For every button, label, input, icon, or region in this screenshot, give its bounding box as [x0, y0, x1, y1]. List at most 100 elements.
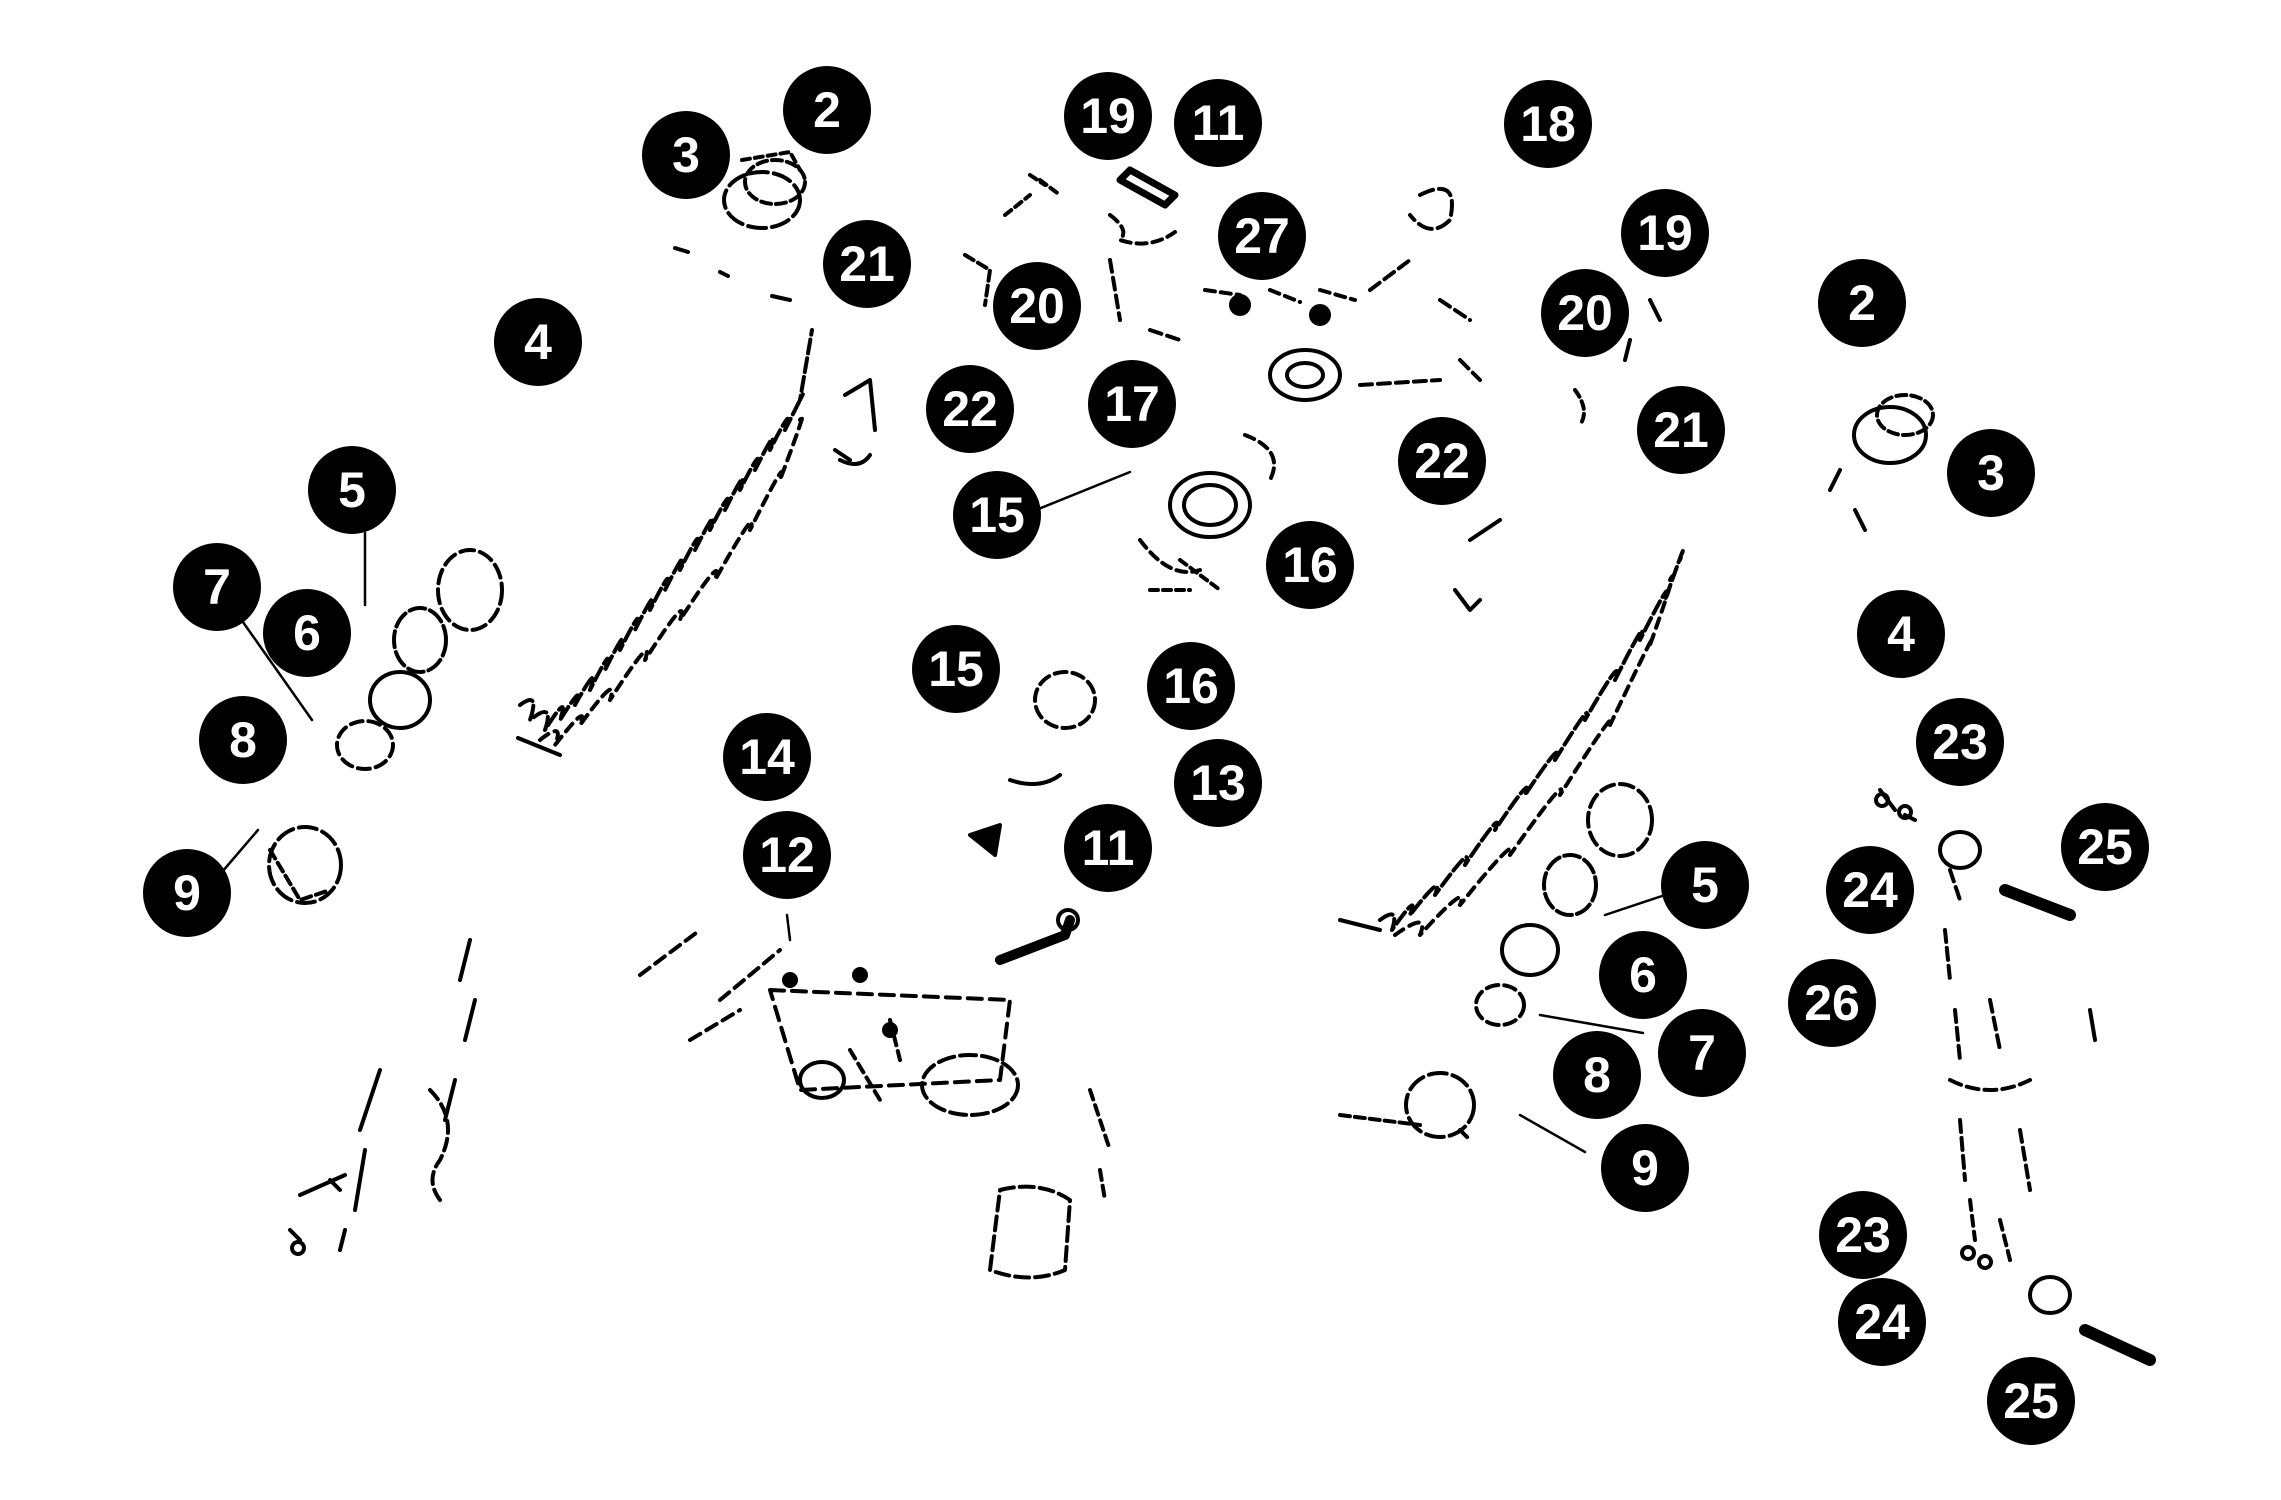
callout-marker: 2 — [783, 66, 871, 154]
callout-marker: 24 — [1838, 1278, 1926, 1366]
part-right-inner — [1453, 298, 1662, 612]
callout-marker: 3 — [1947, 429, 2035, 517]
callout-marker: 6 — [263, 589, 351, 677]
part-bottom-block — [988, 1088, 1112, 1280]
callout-marker: 12 — [743, 811, 831, 899]
svg-text:15: 15 — [928, 641, 984, 697]
svg-text:20: 20 — [1009, 278, 1065, 334]
callout-marker: 20 — [1541, 269, 1629, 357]
callout-marker: 20 — [993, 262, 1081, 350]
svg-text:3: 3 — [1977, 445, 2005, 501]
svg-text:7: 7 — [1688, 1025, 1716, 1081]
svg-text:2: 2 — [1848, 275, 1876, 331]
callout-marker: 16 — [1147, 642, 1235, 730]
svg-text:12: 12 — [759, 827, 815, 883]
callout-marker: 13 — [1174, 739, 1262, 827]
callout-marker: 22 — [926, 365, 1014, 453]
callout-marker: 17 — [1088, 360, 1176, 448]
svg-text:6: 6 — [1629, 947, 1657, 1003]
callout-marker: 24 — [1826, 846, 1914, 934]
svg-text:19: 19 — [1080, 88, 1136, 144]
part-fork-stack-right — [1338, 782, 1654, 1142]
svg-text:4: 4 — [1887, 606, 1915, 662]
callout-marker: 9 — [1601, 1124, 1689, 1212]
callout-marker: 4 — [1857, 590, 1945, 678]
part-cap-left — [673, 150, 807, 302]
callout-marker: 21 — [1637, 386, 1725, 474]
callout-marker: 25 — [1987, 1357, 2075, 1445]
svg-text:5: 5 — [338, 462, 366, 518]
svg-text:20: 20 — [1557, 285, 1613, 341]
svg-text:25: 25 — [2003, 1373, 2059, 1429]
svg-text:21: 21 — [1653, 402, 1709, 458]
svg-text:22: 22 — [1414, 433, 1470, 489]
callout-marker: 11 — [1174, 79, 1262, 167]
svg-text:11: 11 — [1192, 95, 1245, 151]
callout-marker: 7 — [1658, 1009, 1746, 1097]
svg-text:8: 8 — [1583, 1047, 1611, 1103]
part-fork-leg-left — [288, 938, 477, 1256]
part-lower-clamp — [638, 908, 1080, 1117]
svg-text:6: 6 — [293, 605, 321, 661]
callout-marker: 26 — [1788, 959, 1876, 1047]
callout-marker: 11 — [1064, 804, 1152, 892]
callout-marker: 14 — [723, 713, 811, 801]
svg-text:4: 4 — [524, 314, 552, 370]
svg-text:9: 9 — [173, 865, 201, 921]
callout-marker: 19 — [1621, 189, 1709, 277]
svg-text:19: 19 — [1637, 205, 1693, 261]
svg-text:24: 24 — [1854, 1294, 1910, 1350]
svg-text:7: 7 — [203, 559, 231, 615]
callout-marker: 23 — [1916, 698, 2004, 786]
svg-text:13: 13 — [1190, 755, 1246, 811]
callout-marker: 19 — [1064, 72, 1152, 160]
svg-text:15: 15 — [969, 487, 1025, 543]
svg-text:23: 23 — [1932, 714, 1988, 770]
callout-marker: 21 — [823, 220, 911, 308]
callout-marker: 16 — [1266, 521, 1354, 609]
callout-marker: 5 — [308, 446, 396, 534]
callout-marker: 6 — [1599, 931, 1687, 1019]
svg-text:26: 26 — [1804, 975, 1860, 1031]
svg-text:24: 24 — [1842, 862, 1898, 918]
callout-marker: 15 — [953, 471, 1041, 559]
callout-marker: 7 — [173, 543, 261, 631]
part-spring-right — [1338, 548, 1685, 937]
svg-text:21: 21 — [839, 236, 895, 292]
callout-marker: 23 — [1819, 1191, 1907, 1279]
svg-text:5: 5 — [1691, 857, 1719, 913]
callout-marker: 2 — [1818, 259, 1906, 347]
callout-markers: 2 3 19 11 18 27 21 20 4 19 20 2 22 17 21… — [143, 66, 2149, 1445]
part-upper-clamp — [963, 166, 1482, 402]
callout-marker: 8 — [199, 696, 287, 784]
svg-text:27: 27 — [1234, 208, 1290, 264]
svg-text:3: 3 — [672, 127, 700, 183]
leader-lines — [220, 470, 1667, 1154]
callout-marker: 4 — [494, 298, 582, 386]
callout-marker: 25 — [2061, 803, 2149, 891]
part-center-cap — [1138, 433, 1276, 592]
callout-marker: 8 — [1553, 1031, 1641, 1119]
svg-text:9: 9 — [1631, 1140, 1659, 1196]
callout-marker: 5 — [1661, 841, 1749, 929]
svg-text:2: 2 — [813, 82, 841, 138]
part-spring-left — [516, 328, 814, 757]
svg-text:8: 8 — [229, 712, 257, 768]
svg-text:11: 11 — [1082, 820, 1135, 876]
callout-marker: 18 — [1504, 80, 1592, 168]
svg-text:16: 16 — [1163, 658, 1219, 714]
svg-text:22: 22 — [942, 381, 998, 437]
svg-text:17: 17 — [1104, 376, 1160, 432]
callout-marker: 9 — [143, 849, 231, 937]
svg-text:18: 18 — [1520, 96, 1576, 152]
part-linework — [220, 150, 2156, 1366]
part-center-lower — [833, 378, 1097, 857]
callout-marker: 15 — [912, 625, 1000, 713]
part-fork-stack-left — [267, 548, 504, 905]
svg-text:23: 23 — [1835, 1207, 1891, 1263]
svg-text:16: 16 — [1282, 537, 1338, 593]
callout-marker: 3 — [642, 111, 730, 199]
callout-marker: 22 — [1398, 417, 1486, 505]
